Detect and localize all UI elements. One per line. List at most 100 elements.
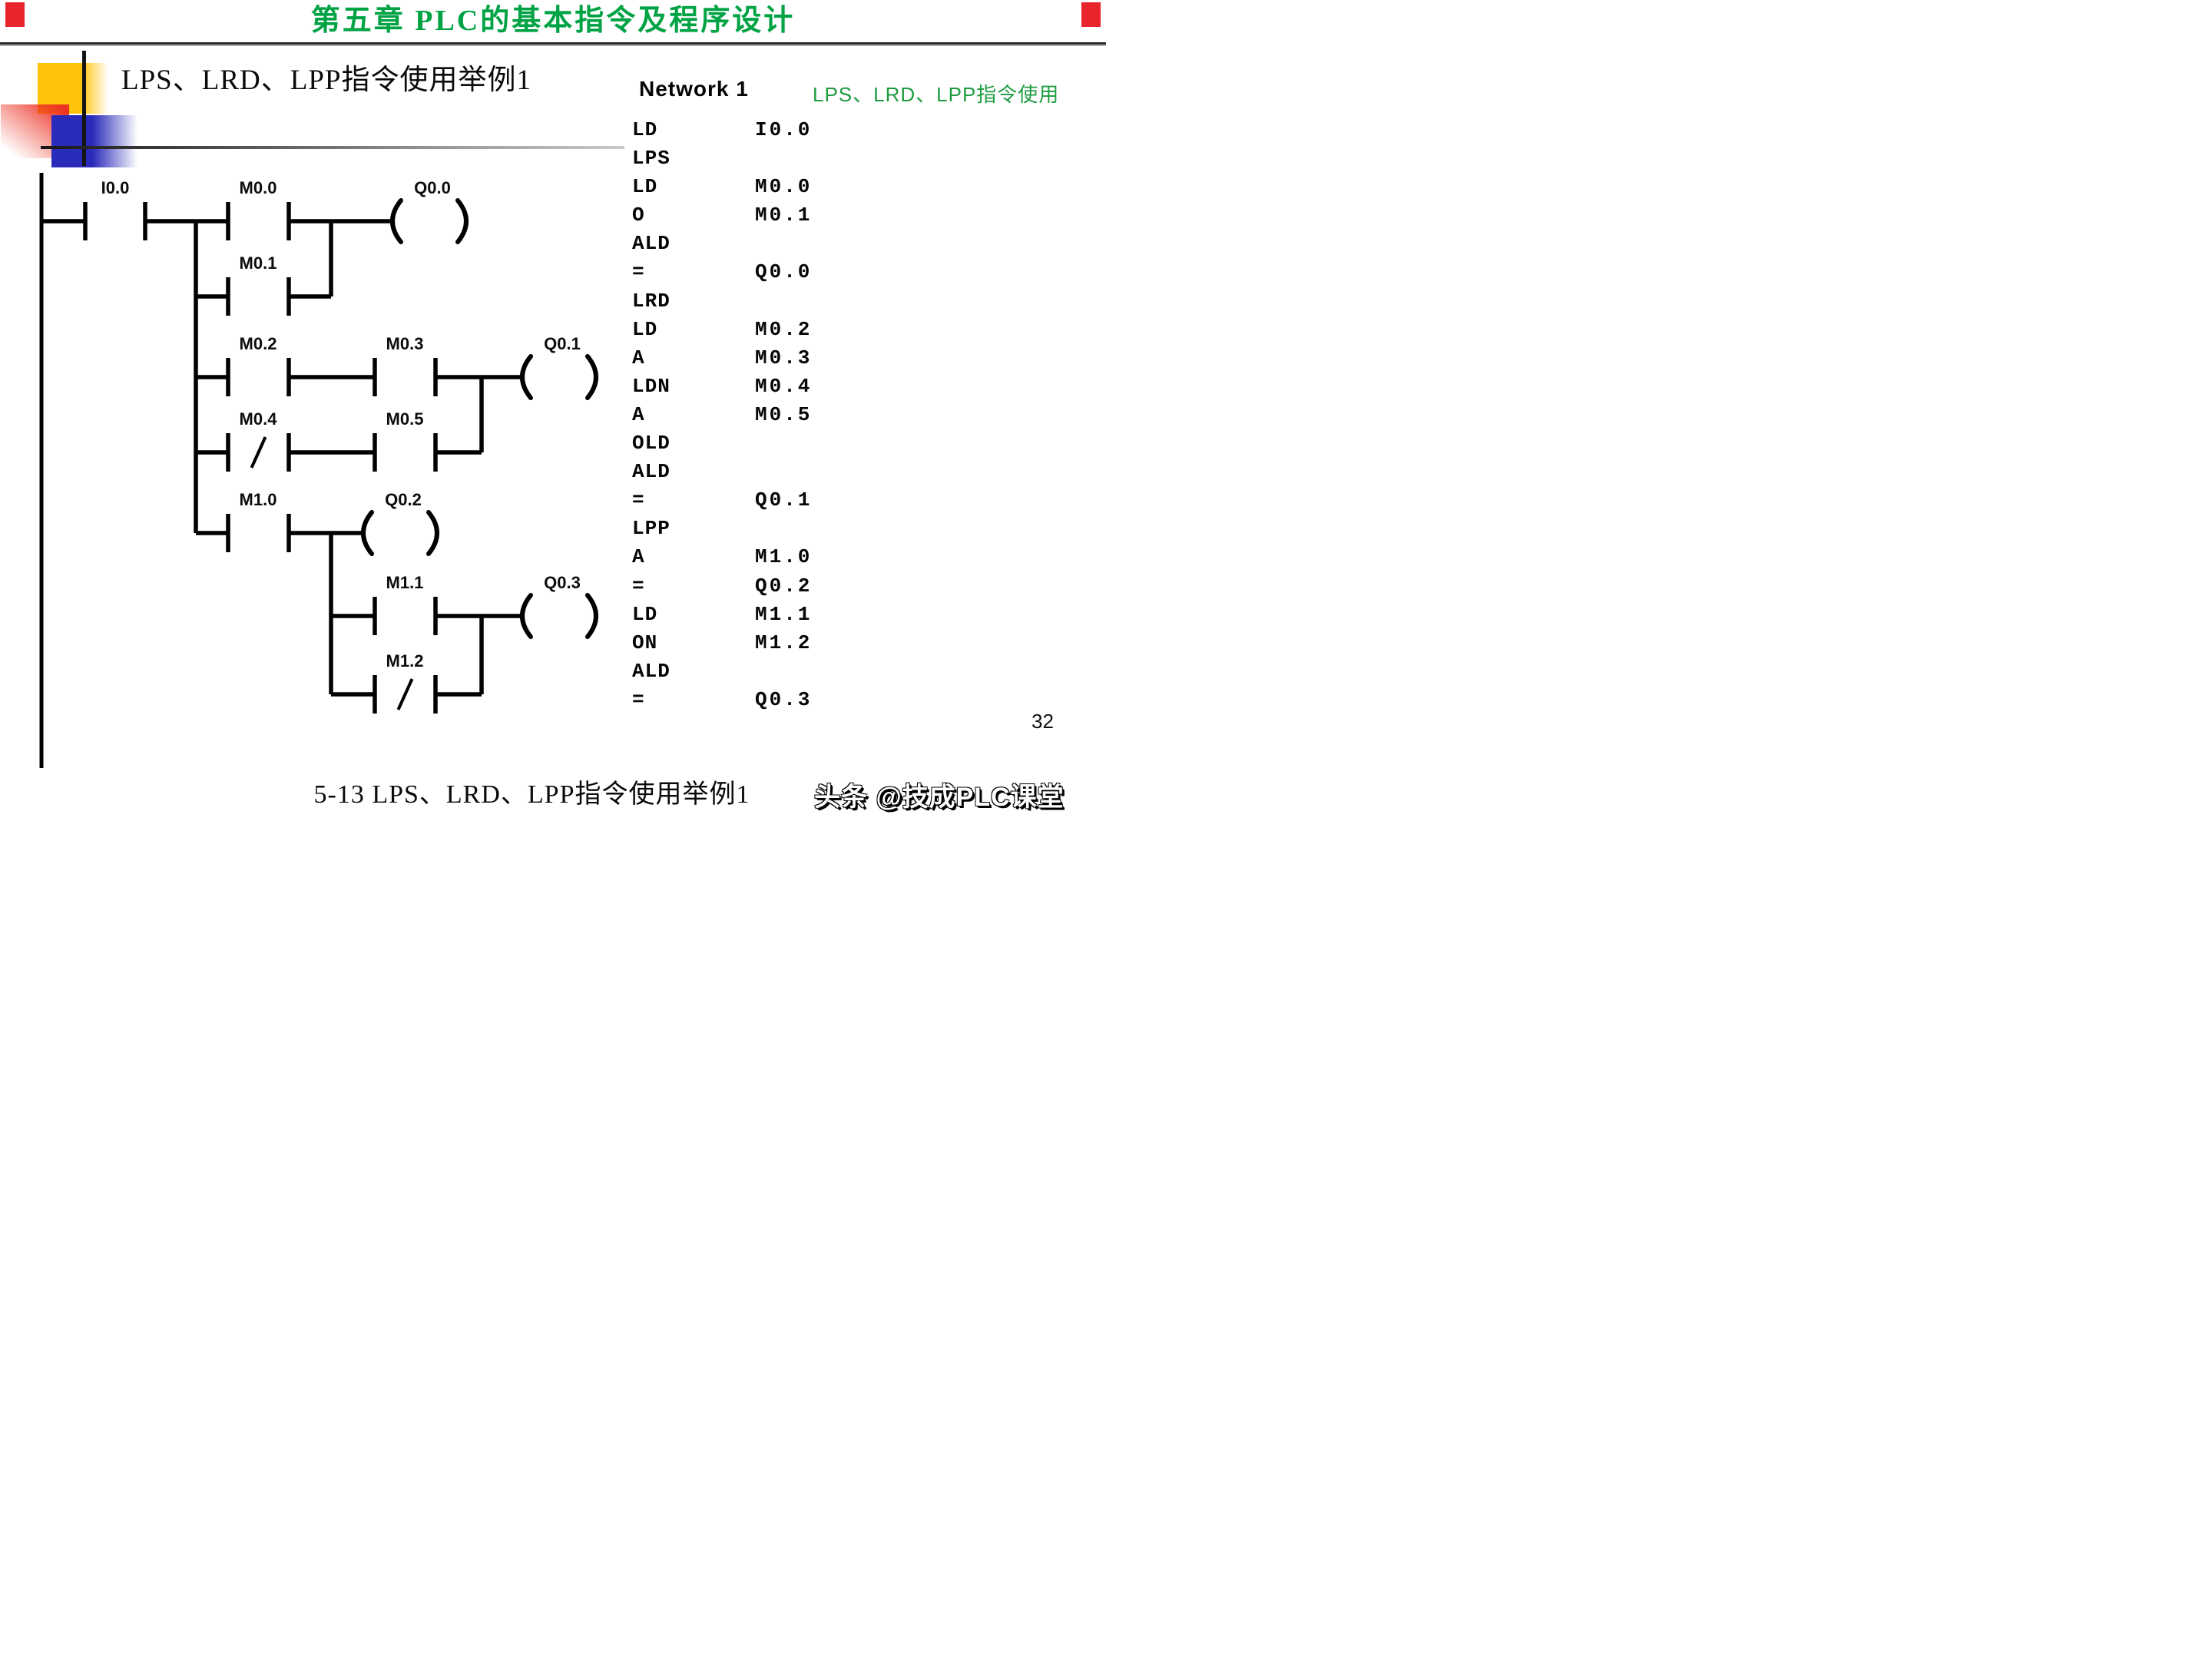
stl-line: = Q0.0	[632, 258, 812, 286]
coil-right-paren	[426, 510, 439, 556]
stl-operand: M0.1	[755, 204, 813, 227]
contact-m1-1: M1.1	[373, 573, 438, 635]
stl-line: ALD	[632, 230, 812, 258]
deco-blue-square	[51, 115, 137, 167]
coil-label: Q0.2	[385, 490, 422, 509]
stl-line: LD I0.0	[632, 116, 812, 144]
stl-operand: M1.2	[755, 631, 813, 654]
stl-line: LD M1.1	[632, 601, 812, 629]
page-number: 32	[1031, 710, 1054, 733]
network-annotation: LPS、LRD、LPP指令使用	[813, 83, 1060, 106]
contact-m0-4: M0.4	[226, 409, 291, 472]
coil-left-paren	[361, 510, 374, 556]
coil-left-paren	[520, 354, 533, 400]
stl-opcode: =	[632, 687, 645, 711]
header-divider-line	[0, 42, 1106, 45]
contact-label: M0.0	[240, 178, 277, 197]
red-corner-bar-right	[1081, 2, 1101, 27]
contact-m1-2: M1.2	[373, 651, 438, 714]
stl-opcode: OLD	[632, 432, 671, 455]
coil-left-paren	[520, 593, 533, 639]
stl-opcode: A	[632, 346, 645, 369]
stl-opcode: ON	[632, 631, 658, 654]
contact-label: M0.2	[240, 334, 277, 353]
stl-operand: M0.4	[755, 374, 813, 398]
stl-line: LD M0.2	[632, 316, 812, 344]
contact-m0-5: M0.5	[373, 409, 438, 472]
stl-opcode: =	[632, 488, 645, 512]
stl-operand: M0.2	[755, 317, 813, 341]
network-title: Network 1	[639, 77, 749, 101]
page-header-title: 第五章 PLC的基本指令及程序设计	[310, 5, 796, 37]
contact-m1-0: M1.0	[226, 490, 291, 552]
coil-q0-0: Q0.0	[390, 178, 469, 244]
ladder-diagram: I0.0 M0.0M0.1M0.2 M0.3M0.4 M0.5M1.0M1.1M1.2…	[39, 173, 598, 768]
stl-operand: M0.3	[755, 346, 813, 369]
stl-line: ALD	[632, 458, 812, 486]
stl-line: A M1.0	[632, 543, 812, 571]
contact-i0-0: I0.0	[83, 178, 147, 240]
coil-q0-3: Q0.3	[520, 573, 598, 639]
stl-line: OLD	[632, 429, 812, 458]
stl-operand: M0.5	[755, 402, 813, 426]
figure-caption: 5-13 LPS、LRD、LPP指令使用举例1	[313, 780, 750, 809]
stl-line: = Q0.2	[632, 572, 812, 601]
stl-opcode: LD	[632, 602, 658, 626]
stl-opcode: LPP	[632, 517, 671, 541]
stl-opcode: ALD	[632, 659, 671, 683]
contact-label: M0.5	[386, 409, 424, 429]
header-divider-shadow	[0, 45, 1106, 46]
stl-operand: M1.0	[755, 545, 813, 569]
coil-q0-1: Q0.1	[520, 334, 598, 400]
stl-line: = Q0.1	[632, 486, 812, 515]
coil-left-paren	[390, 198, 403, 244]
coil-label: Q0.1	[544, 334, 581, 353]
contact-label: M0.3	[386, 334, 424, 353]
stl-operand: Q0.1	[755, 488, 813, 512]
stl-operand: Q0.0	[755, 260, 813, 284]
coil-label: Q0.3	[544, 573, 581, 592]
coil-q0-2: Q0.2	[361, 490, 439, 556]
slide-title: LPS、LRD、LPP指令使用举例1	[121, 65, 532, 96]
stl-opcode: LD	[632, 118, 658, 141]
normally-closed-slash	[396, 678, 414, 710]
coil-label: Q0.0	[414, 178, 451, 197]
stl-opcode: =	[632, 260, 645, 284]
stl-operand: I0.0	[755, 118, 813, 141]
stl-opcode: A	[632, 545, 645, 569]
stl-opcode: LD	[632, 317, 658, 341]
contact-label: M0.4	[240, 409, 278, 429]
stl-operand: Q0.2	[755, 574, 813, 598]
stl-line: O M0.1	[632, 201, 812, 230]
stl-operand: M1.1	[755, 602, 813, 626]
stl-opcode: LD	[632, 175, 658, 199]
stl-line: ON M1.2	[632, 629, 812, 657]
stl-line: =Q0.3	[632, 686, 812, 714]
coil-right-paren	[585, 354, 598, 400]
stl-line: ALD	[632, 657, 812, 686]
coil-right-paren	[585, 593, 598, 639]
presentation-slide: 第五章 PLC的基本指令及程序设计 LPS、LRD、LPP指令使用举例1 I0.…	[0, 0, 1106, 830]
stl-opcode: LRD	[632, 289, 671, 313]
stl-opcode: ALD	[632, 460, 671, 484]
coil-right-paren	[455, 198, 469, 244]
stl-opcode: ALD	[632, 232, 671, 256]
stl-line: LPS	[632, 144, 812, 173]
watermark: 头条 @技成PLC课堂	[814, 783, 1065, 812]
red-corner-bar-left	[5, 2, 25, 27]
contact-m0-3: M0.3	[373, 334, 438, 396]
stl-line: LPP	[632, 515, 812, 543]
stl-opcode: =	[632, 574, 645, 598]
deco-crosshair-vertical-line	[82, 51, 86, 166]
stl-opcode: LPS	[632, 147, 671, 171]
stl-opcode: O	[632, 204, 645, 227]
contact-label: M0.1	[240, 253, 277, 273]
stl-opcode: LDN	[632, 374, 671, 398]
contact-label: I0.0	[101, 178, 130, 197]
contact-m0-0: M0.0	[226, 178, 291, 240]
stl-opcode: A	[632, 402, 645, 426]
contact-label: M1.0	[240, 490, 277, 509]
deco-crosshair-horizontal-line	[41, 146, 624, 149]
